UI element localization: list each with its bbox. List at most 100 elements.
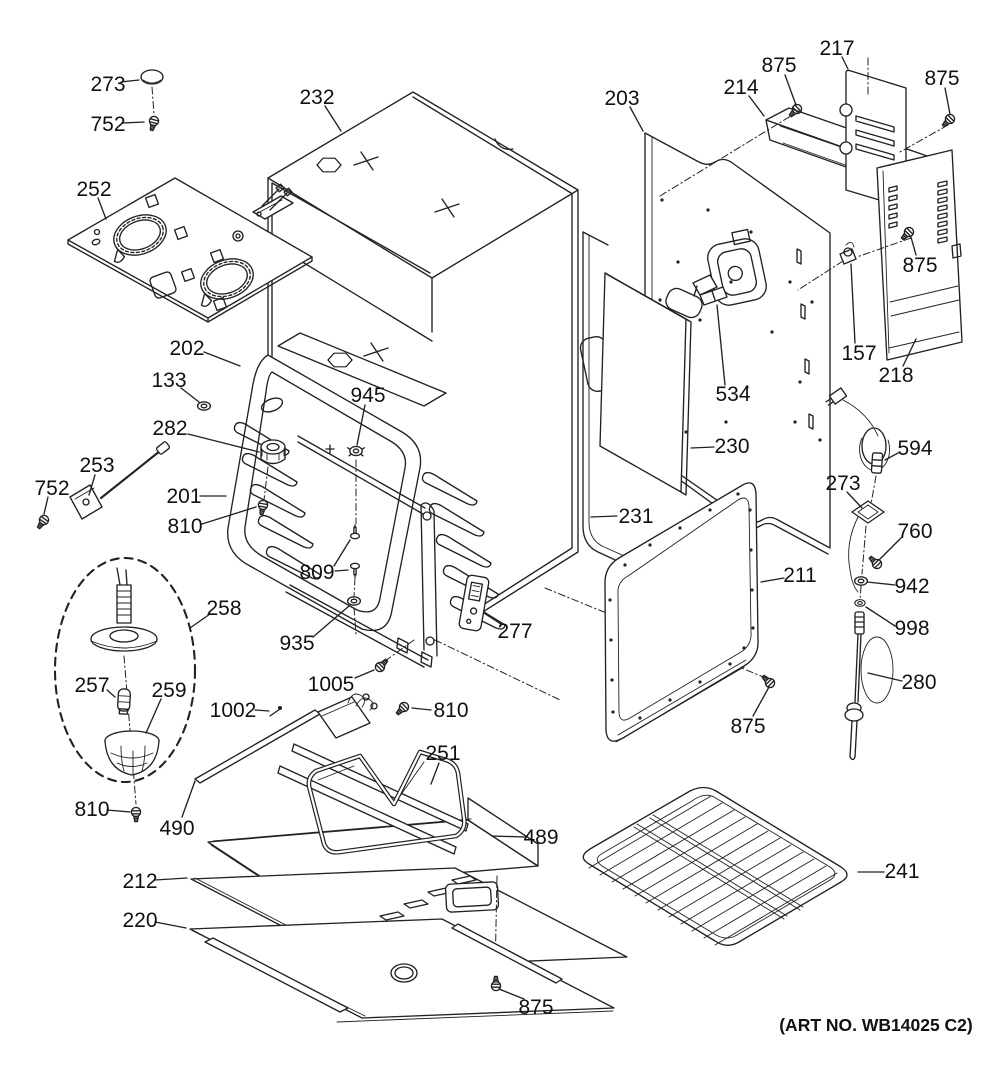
insulation-batt-230 — [599, 272, 692, 496]
screw-810-lamp — [130, 806, 142, 823]
part-label-489: 489 — [523, 826, 558, 849]
leader-line-875 — [910, 236, 917, 256]
leader-line-809 — [334, 569, 349, 572]
part-label-875: 875 — [730, 715, 765, 738]
part-label-252: 252 — [76, 178, 111, 201]
washer-998 — [854, 599, 866, 607]
leader-line-257 — [106, 689, 116, 698]
temp-probe-assembly — [825, 387, 894, 761]
part-label-942: 942 — [894, 575, 929, 598]
washer-942 — [853, 576, 869, 586]
knob-opening-1 — [113, 214, 167, 263]
part-label-1005: 1005 — [308, 673, 355, 696]
rear-cover-218 — [876, 149, 963, 361]
rod-253 — [69, 441, 171, 520]
leader-line-211 — [760, 577, 785, 583]
leader-line-998 — [865, 606, 896, 627]
part-label-282: 282 — [152, 417, 187, 440]
rear-fasteners-875 — [659, 101, 958, 291]
leader-line-945 — [356, 404, 366, 446]
insulation-retainer-211 — [544, 482, 778, 743]
clip-157 — [839, 242, 857, 265]
part-label-273: 273 — [825, 472, 860, 495]
part-label-231: 231 — [618, 505, 653, 528]
leader-line-875 — [944, 87, 951, 115]
leader-line-752 — [43, 496, 49, 515]
part-label-760: 760 — [897, 520, 932, 543]
part-label-534: 534 — [715, 383, 750, 406]
part-label-875: 875 — [761, 54, 796, 77]
leader-line-942 — [866, 581, 896, 586]
leader-line-1002 — [254, 709, 270, 712]
screw-810-element — [393, 699, 412, 718]
part-label-810: 810 — [74, 798, 109, 821]
leader-line-259 — [145, 698, 162, 734]
leader-line-273 — [846, 491, 863, 509]
probe-sleeve-594 — [870, 452, 884, 474]
part-label-875: 875 — [902, 254, 937, 277]
screw-875-bracket — [939, 111, 958, 130]
part-label-212: 212 — [122, 870, 157, 893]
leader-line-809 — [333, 539, 351, 567]
leader-line-203 — [629, 106, 644, 132]
leader-line-202 — [203, 351, 241, 367]
leader-line-277 — [483, 612, 502, 625]
leader-line-230 — [690, 446, 715, 449]
part-label-277: 277 — [497, 620, 532, 643]
part-label-259: 259 — [151, 679, 186, 702]
leader-line-280 — [867, 672, 903, 682]
cap-273-and-screw-752 — [140, 69, 164, 133]
part-label-935: 935 — [279, 632, 314, 655]
leader-line-875 — [752, 686, 770, 717]
part-label-809: 809 — [299, 561, 334, 584]
oven-rack-241 — [582, 786, 848, 946]
part-label-875: 875 — [518, 996, 553, 1019]
screw-752-rod — [34, 512, 52, 532]
part-label-157: 157 — [841, 342, 876, 365]
part-label-752: 752 — [90, 113, 125, 136]
part-label-133: 133 — [151, 369, 186, 392]
leader-line-935 — [312, 605, 350, 638]
part-label-998: 998 — [894, 617, 929, 640]
leader-line-231 — [590, 515, 618, 518]
part-label-232: 232 — [299, 86, 334, 109]
part-label-752: 752 — [34, 477, 69, 500]
leader-line-282 — [187, 433, 260, 453]
part-label-218: 218 — [878, 364, 913, 387]
latch-277 — [458, 574, 490, 632]
part-label-258: 258 — [206, 597, 241, 620]
leader-line-273 — [120, 79, 140, 83]
part-label-211: 211 — [783, 564, 816, 587]
part-label-251: 251 — [425, 742, 460, 765]
part-label-214: 214 — [723, 76, 758, 99]
part-label-257: 257 — [74, 674, 109, 697]
pocket-212 — [444, 881, 500, 913]
part-label-201: 201 — [166, 485, 201, 508]
part-label-810: 810 — [433, 699, 468, 722]
leader-line-258 — [189, 613, 211, 629]
element-terminal-bracket — [317, 693, 378, 739]
leader-line-875 — [498, 988, 525, 1000]
part-label-253: 253 — [79, 454, 114, 477]
leader-line-133 — [180, 387, 200, 403]
leader-line-810 — [106, 809, 131, 813]
lamp-cover-259 — [104, 730, 160, 776]
part-label-203: 203 — [604, 87, 639, 110]
part-label-220: 220 — [122, 909, 157, 932]
part-label-280: 280 — [901, 671, 936, 694]
lamp-socket — [90, 567, 158, 652]
part-label-945: 945 — [350, 384, 385, 407]
leader-line-218 — [902, 338, 917, 367]
knob-opening-2 — [200, 258, 254, 307]
part-label-273: 273 — [90, 73, 125, 96]
part-label-217: 217 — [819, 37, 854, 60]
leader-line-534 — [716, 304, 726, 386]
lamp-assembly-258 — [53, 556, 197, 823]
bake-element-assembly — [194, 693, 539, 892]
part-label-875: 875 — [924, 67, 959, 90]
leader-line-752 — [121, 121, 145, 124]
leader-line-214 — [748, 95, 765, 117]
leader-line-810 — [411, 707, 432, 711]
